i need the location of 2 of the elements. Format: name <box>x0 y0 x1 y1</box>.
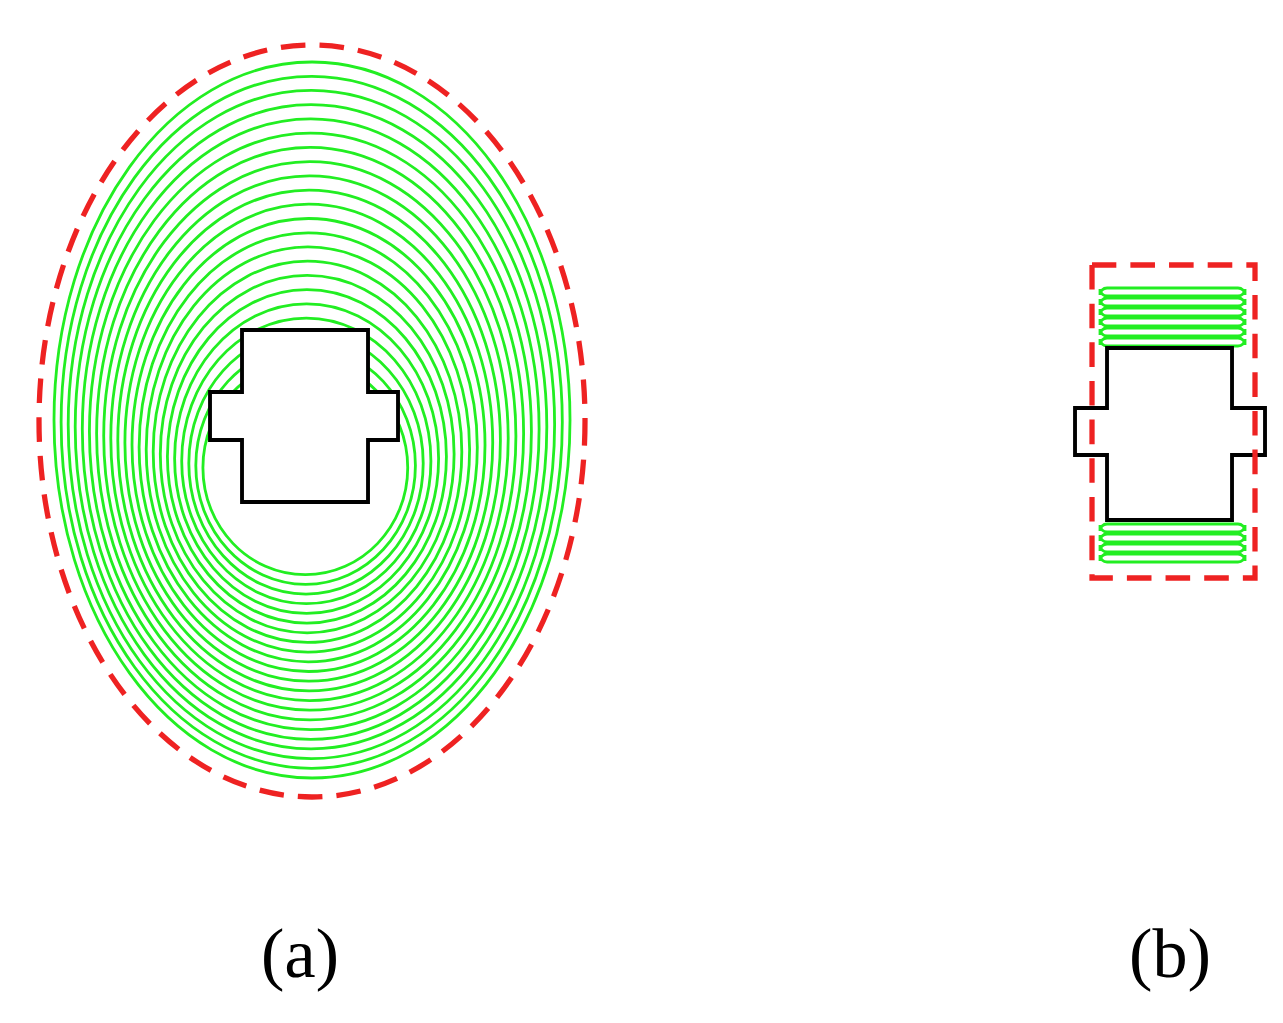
panel-label: (b) <box>1132 928 1208 992</box>
panel-label: (a) <box>264 928 336 992</box>
